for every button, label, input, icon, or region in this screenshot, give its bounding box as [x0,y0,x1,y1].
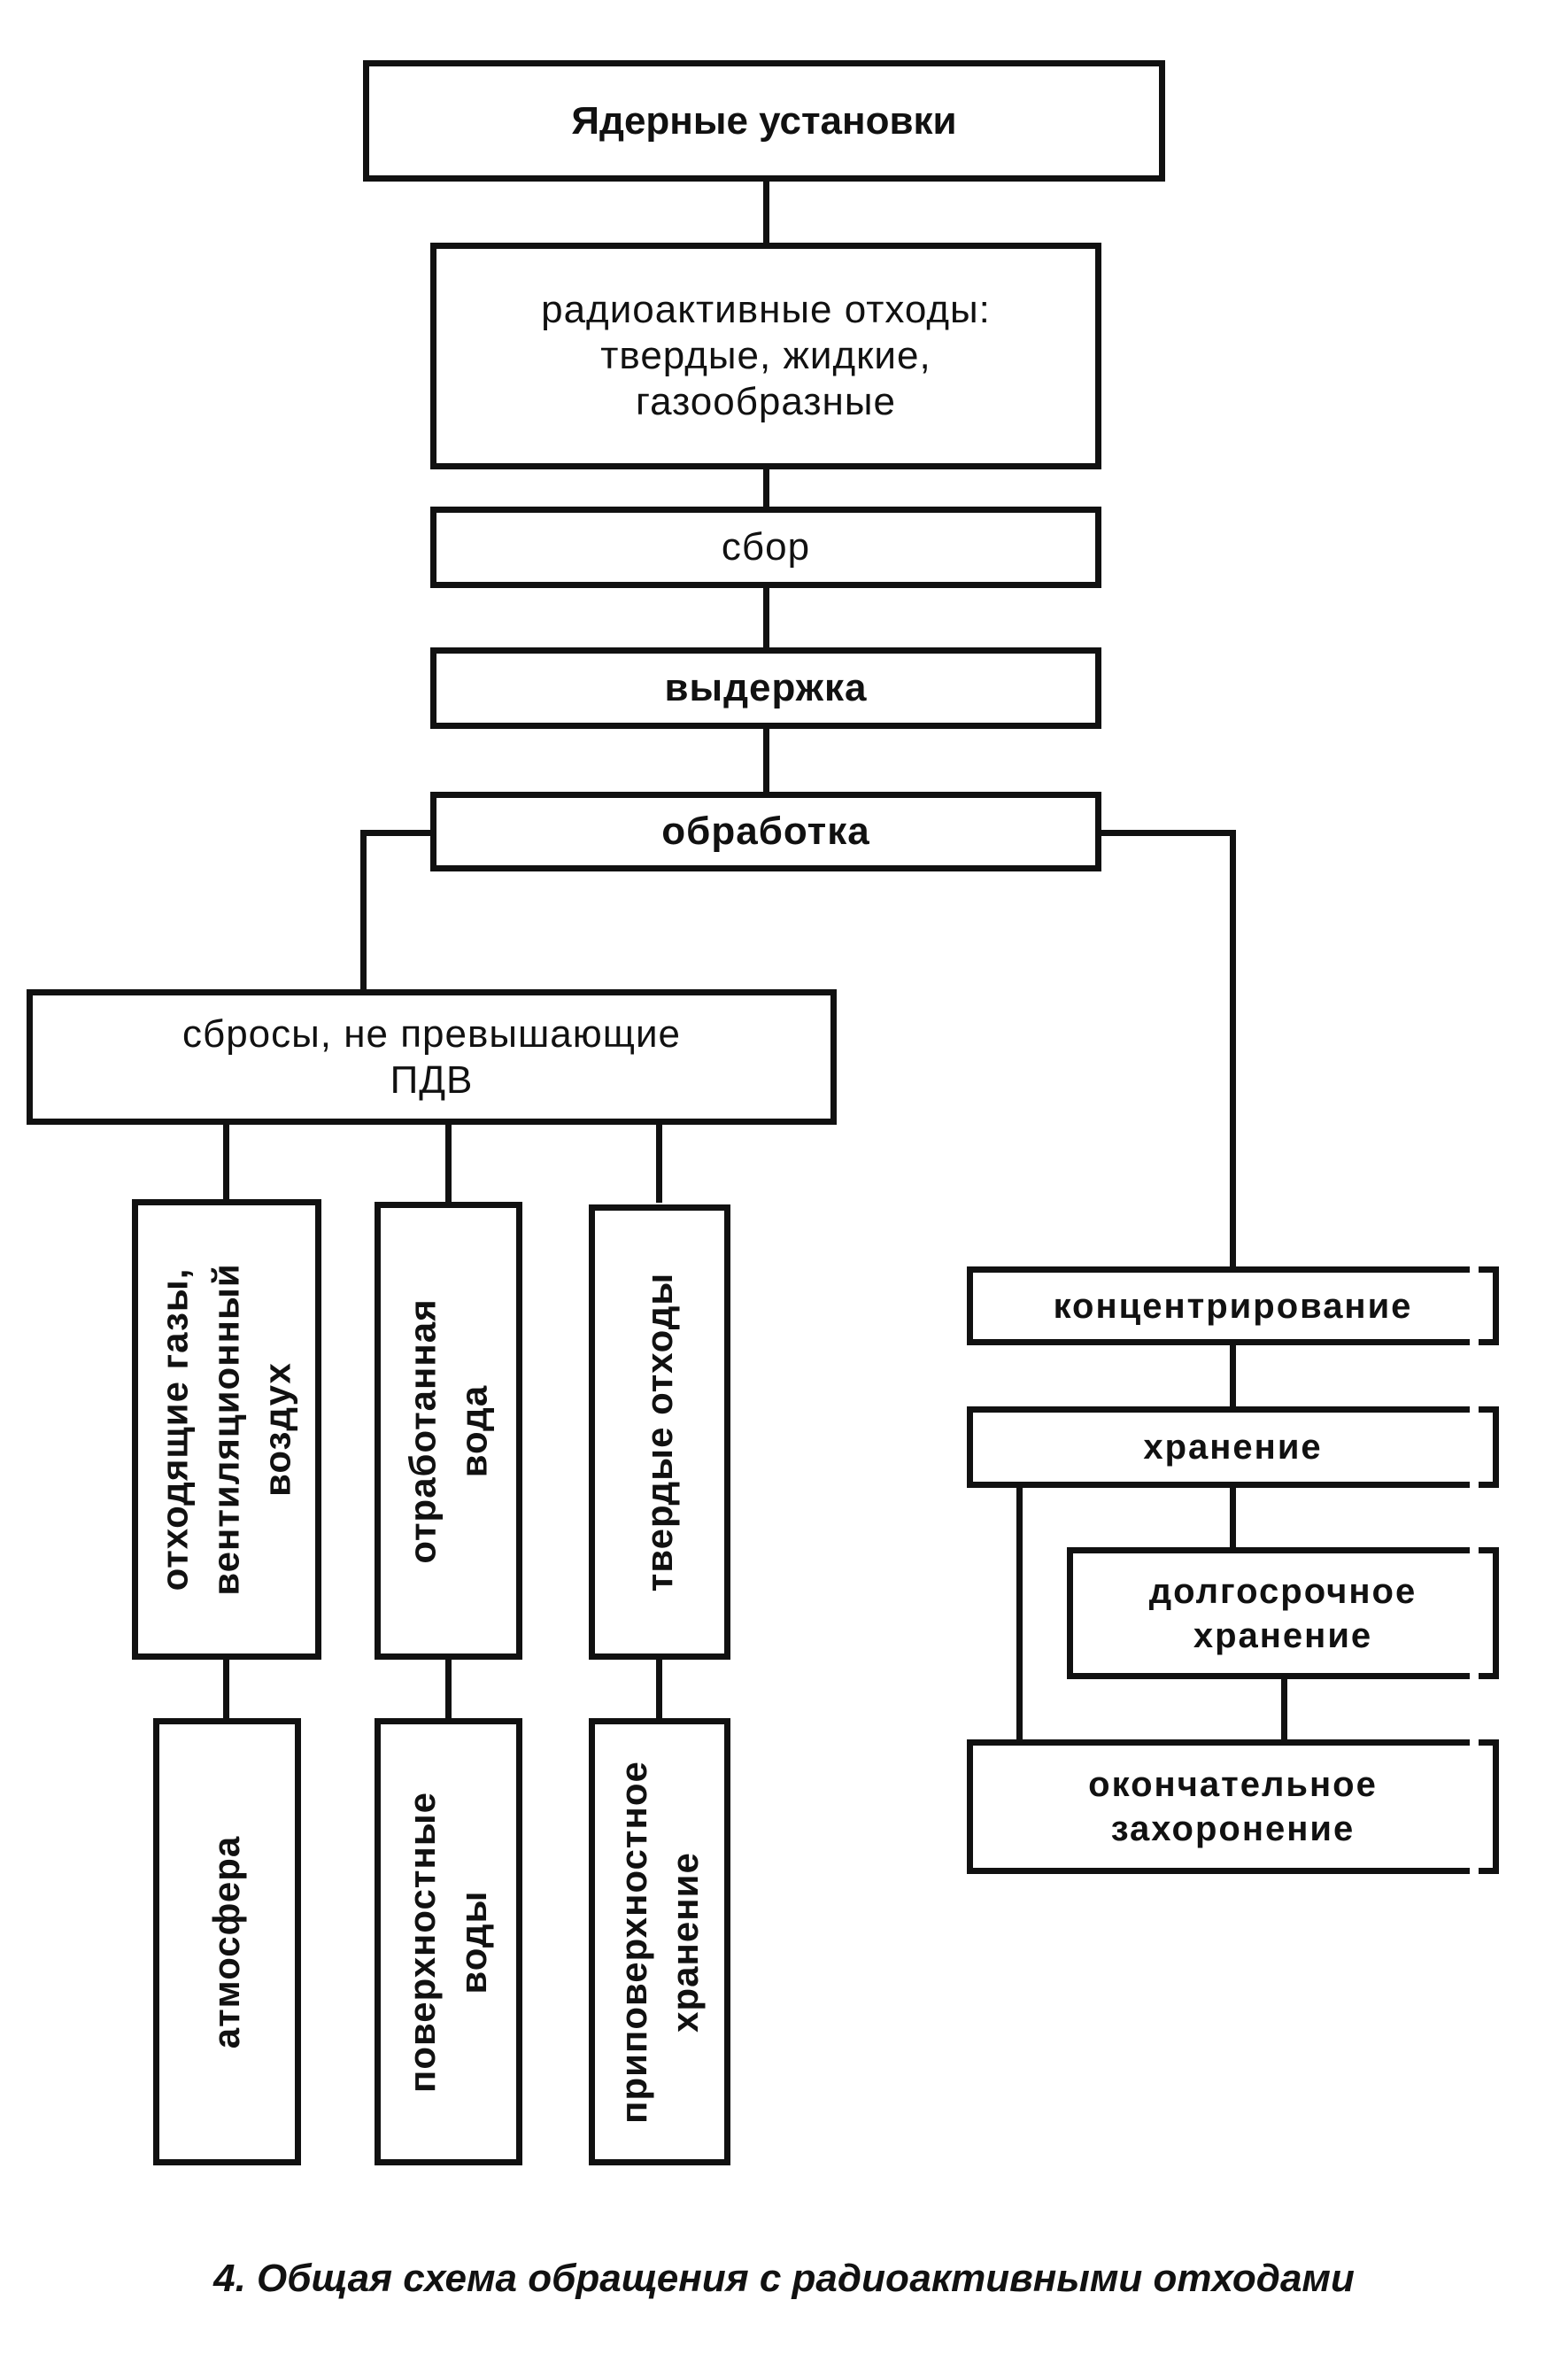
edge-wastewater-surface [445,1656,452,1722]
node-processing: обработка [430,792,1101,871]
node-label: Ядерные установки [571,98,957,143]
node-atmosphere: атмосфера [153,1718,301,2165]
figure-caption: 4. Общая схема обращения с радиоактивным… [213,2257,1355,2300]
edge-installations-waste [763,177,769,246]
node-label: концентрирование [1053,1286,1413,1326]
node-storage: хранение [967,1406,1499,1488]
edge-collection-holding [763,585,769,651]
node-label-line: захоронение [1110,1809,1356,1848]
node-off-gases: отходящие газы, вентиляционный воздух [132,1199,321,1660]
node-label-line: отходящие газы, [154,1267,197,1591]
edge-discharges-wastewater [445,1121,452,1203]
edge-holding-processing [763,725,769,795]
edge-waste-collection [763,466,769,510]
node-waste-water: отработанная вода [375,1202,522,1660]
edge-discharges-offgases [223,1121,229,1203]
node-label-line: отработанная [401,1297,444,1564]
edge-processing-concentration-v [1230,830,1236,1270]
node-collection: сбор [430,507,1101,588]
scan-gap [1470,1868,1479,1874]
scan-gap [1470,1482,1479,1488]
scan-gap [1470,1673,1479,1679]
scan-gap [1470,1406,1479,1413]
node-label-line: поверхностные [401,1791,444,2093]
node-label: хранение [1143,1428,1323,1467]
node-radioactive-waste: радиоактивные отходы: твердые, жидкие, г… [430,243,1101,469]
node-label: выдержка [664,666,868,709]
node-discharges: сбросы, не превышающие ПДВ [27,989,837,1125]
node-label: обработка [661,809,870,853]
edge-concentration-storage [1230,1342,1236,1410]
node-nuclear-installations: Ядерные установки [363,60,1165,182]
node-holding: выдержка [430,647,1101,729]
edge-processing-concentration-h [1099,830,1236,836]
edge-storage-longterm [1230,1484,1236,1551]
node-label-line: воздух [257,1362,299,1497]
edge-solid-nearsurface [656,1656,662,1722]
node-label-line: вентиляционный [205,1263,248,1596]
scan-gap [1470,1739,1479,1746]
node-label-line: окончательное [1088,1765,1378,1804]
edge-processing-discharges-v [360,830,367,993]
node-label-line: твердые отходы [638,1272,681,1592]
edge-offgases-atmosphere [223,1656,229,1722]
node-label-line: долгосрочное [1148,1571,1417,1611]
node-label-line: твердые, жидкие, [600,334,931,377]
node-label-line: атмосфера [205,1835,248,2048]
node-label-line: ПДВ [390,1057,474,1102]
edge-discharges-solid [656,1121,662,1203]
node-label: сбор [721,525,811,569]
node-label-line: вода [452,1384,495,1477]
scan-gap [1470,1266,1479,1273]
edge-storage-final [1016,1484,1023,1743]
node-final-disposal: окончательное захоронение [967,1739,1499,1874]
node-label-line: хранение [664,1851,707,2033]
node-label-line: приповерхностное [613,1760,655,2124]
node-solid-waste: твердые отходы [589,1204,730,1660]
scan-gap [1470,1339,1479,1345]
edge-longterm-final [1281,1676,1287,1743]
node-long-term-storage: долгосрочное хранение [1067,1547,1499,1679]
node-label-line: газообразные [636,380,896,423]
node-label-line: воды [452,1890,495,1994]
node-concentration: концентрирование [967,1266,1499,1345]
node-label-line: сбросы, не превышающие [182,1011,681,1056]
scan-gap [1470,1547,1479,1553]
node-near-surface-storage: приповерхностное хранение [589,1718,730,2165]
node-surface-waters: поверхностные воды [375,1718,522,2165]
edge-processing-discharges-h [360,830,433,836]
node-label-line: хранение [1193,1615,1373,1655]
node-label-line: радиоактивные отходы: [541,288,991,331]
